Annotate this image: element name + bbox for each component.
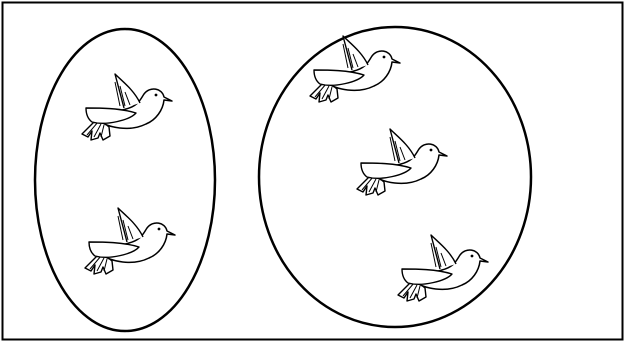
outer-frame (3, 3, 623, 340)
